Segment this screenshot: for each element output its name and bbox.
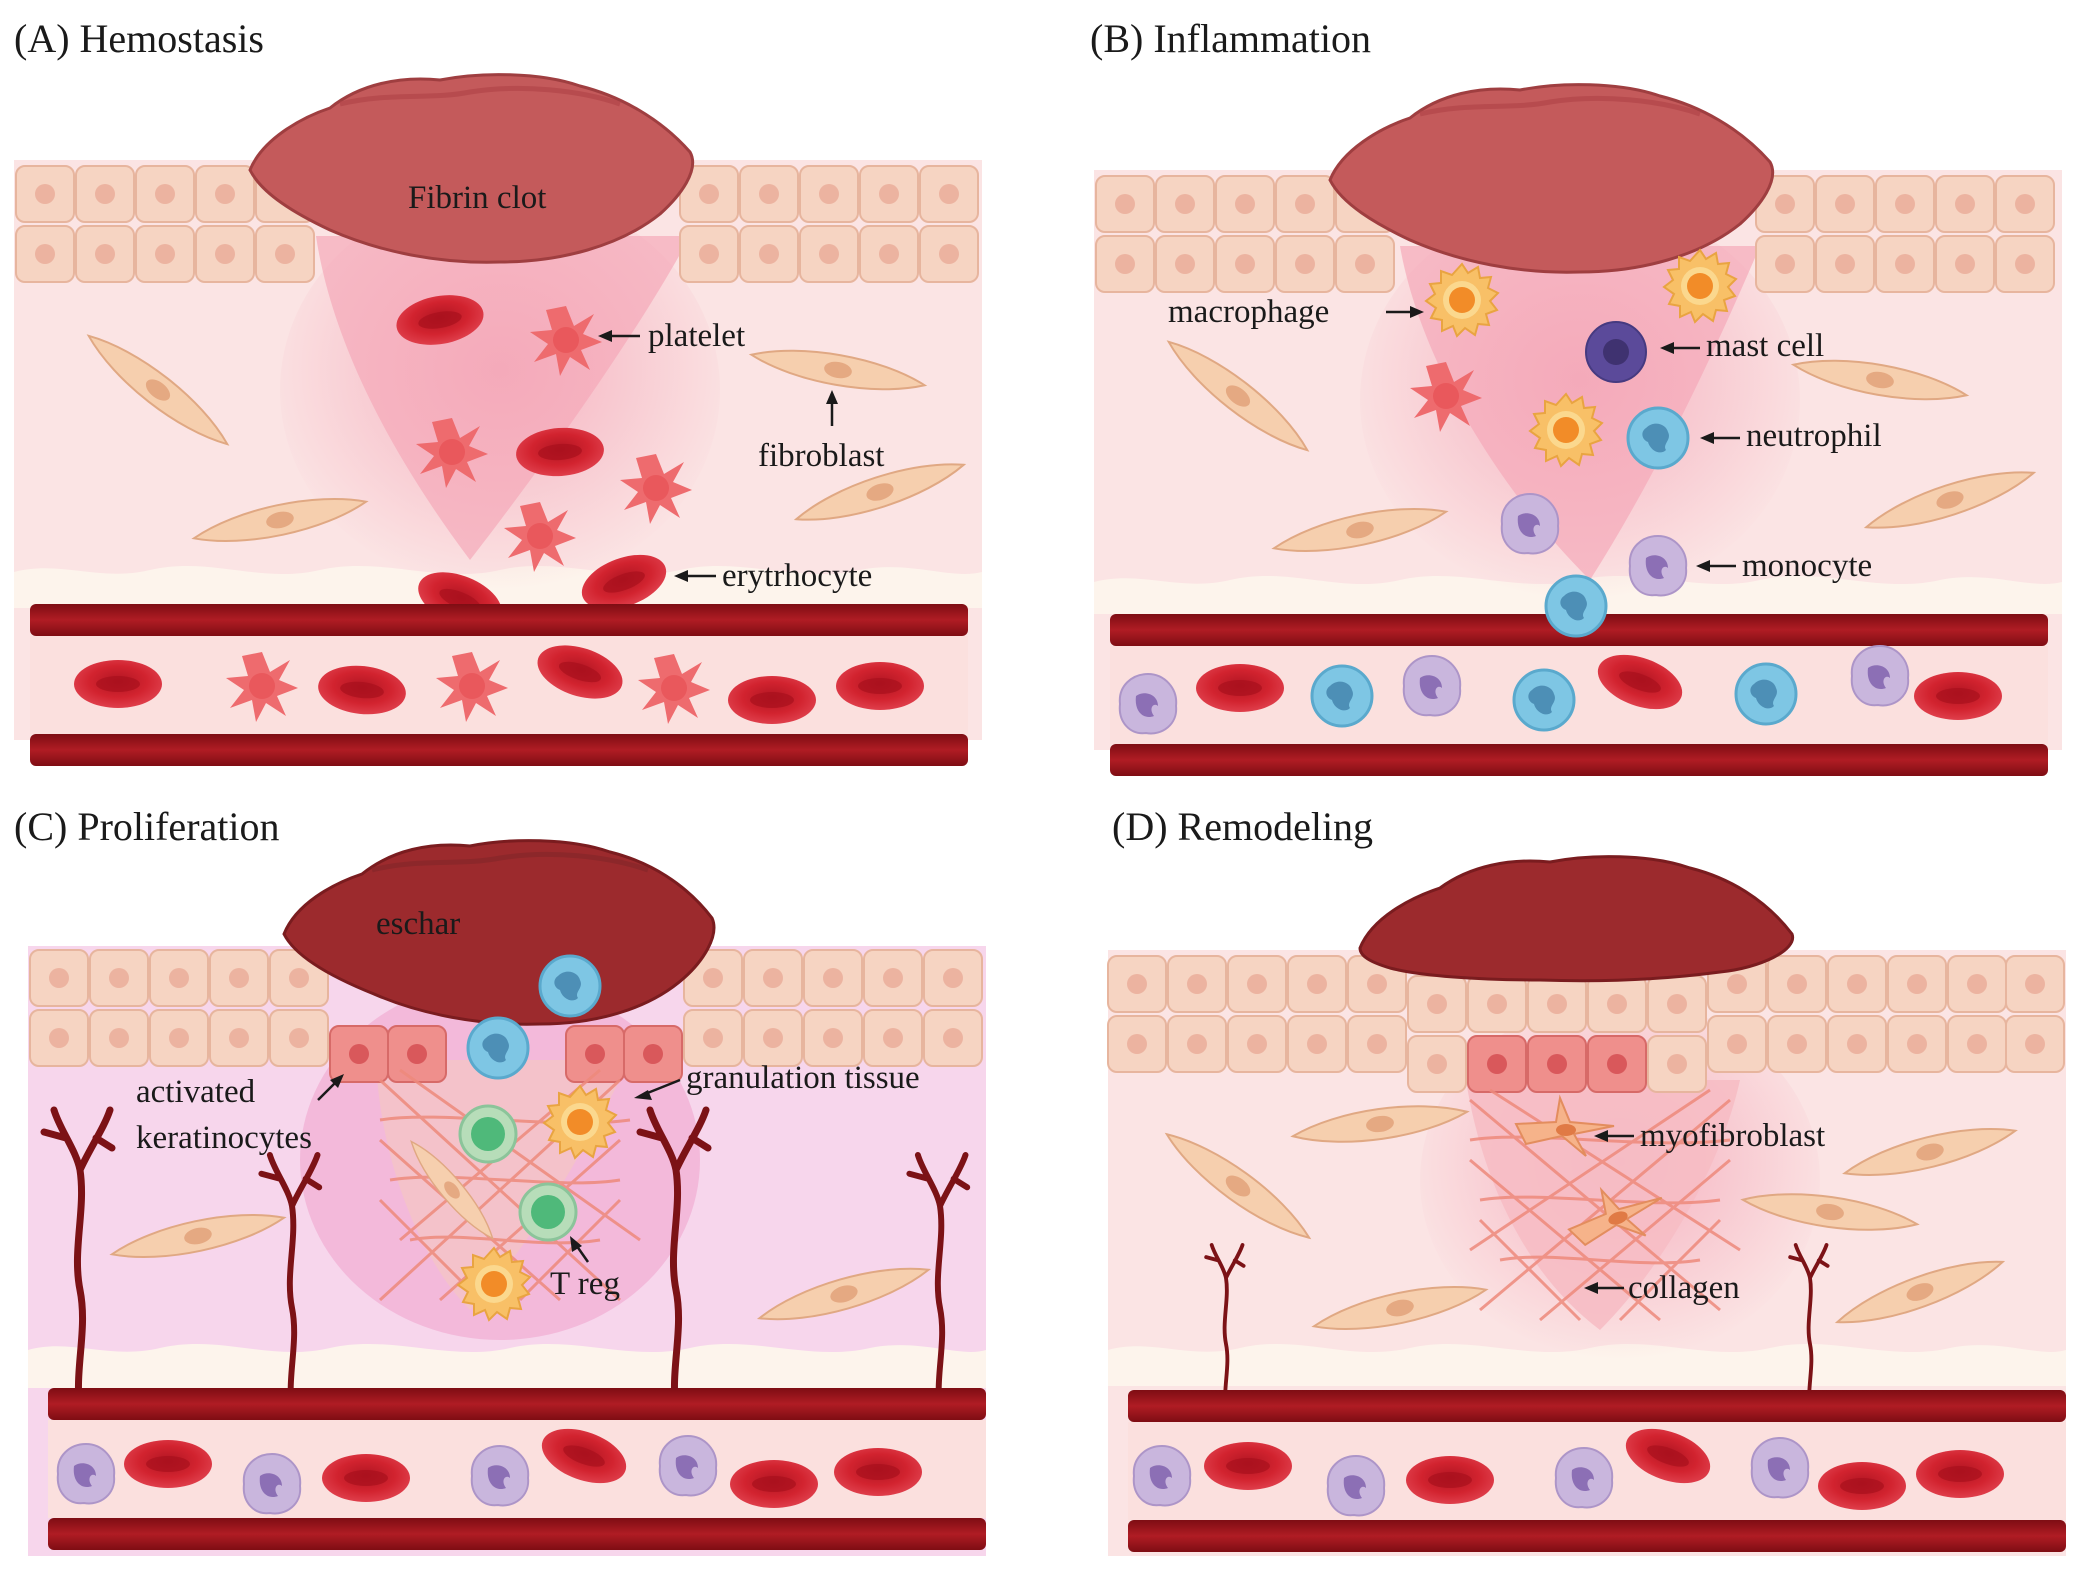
label-erythrocyte: erytrhocyte <box>722 558 872 594</box>
fibrin-clot-b <box>1328 83 1775 274</box>
label-keratinocytes: keratinocytes <box>136 1120 312 1156</box>
label-monocyte: monocyte <box>1742 548 1872 584</box>
panel-a-title: (A) Hemostasis <box>14 16 264 61</box>
panel-hemostasis: (A) Hemostasis Fibrin clot <box>14 16 982 766</box>
panel-inflammation: (B) Inflammation <box>1090 16 2062 776</box>
label-fibroblast: fibroblast <box>758 438 884 474</box>
label-mast-cell: mast cell <box>1706 328 1824 364</box>
panel-proliferation: (C) Proliferation eschar <box>14 804 986 1556</box>
collagen-mesh <box>1469 1088 1741 1322</box>
label-treg: T reg <box>550 1266 620 1302</box>
label-collagen: collagen <box>1628 1270 1740 1306</box>
panel-c-title: (C) Proliferation <box>14 804 280 849</box>
panel-d-title: (D) Remodeling <box>1112 804 1373 849</box>
label-neutrophil: neutrophil <box>1746 418 1882 454</box>
panel-b-title: (B) Inflammation <box>1090 16 1371 61</box>
label-granulation-tissue: granulation tissue <box>686 1060 920 1096</box>
label-myofibroblast: myofibroblast <box>1640 1118 1825 1154</box>
panel-remodeling: (D) Remodeling <box>1107 804 2066 1556</box>
fibrin-clot <box>248 73 695 264</box>
scab-d <box>1358 855 1795 983</box>
eschar <box>282 839 716 1026</box>
label-macrophage: macrophage <box>1168 294 1329 330</box>
label-activated: activated <box>136 1074 256 1110</box>
label-eschar: eschar <box>376 906 460 942</box>
label-platelet: platelet <box>648 318 745 354</box>
label-fibrin-clot: Fibrin clot <box>408 180 546 216</box>
